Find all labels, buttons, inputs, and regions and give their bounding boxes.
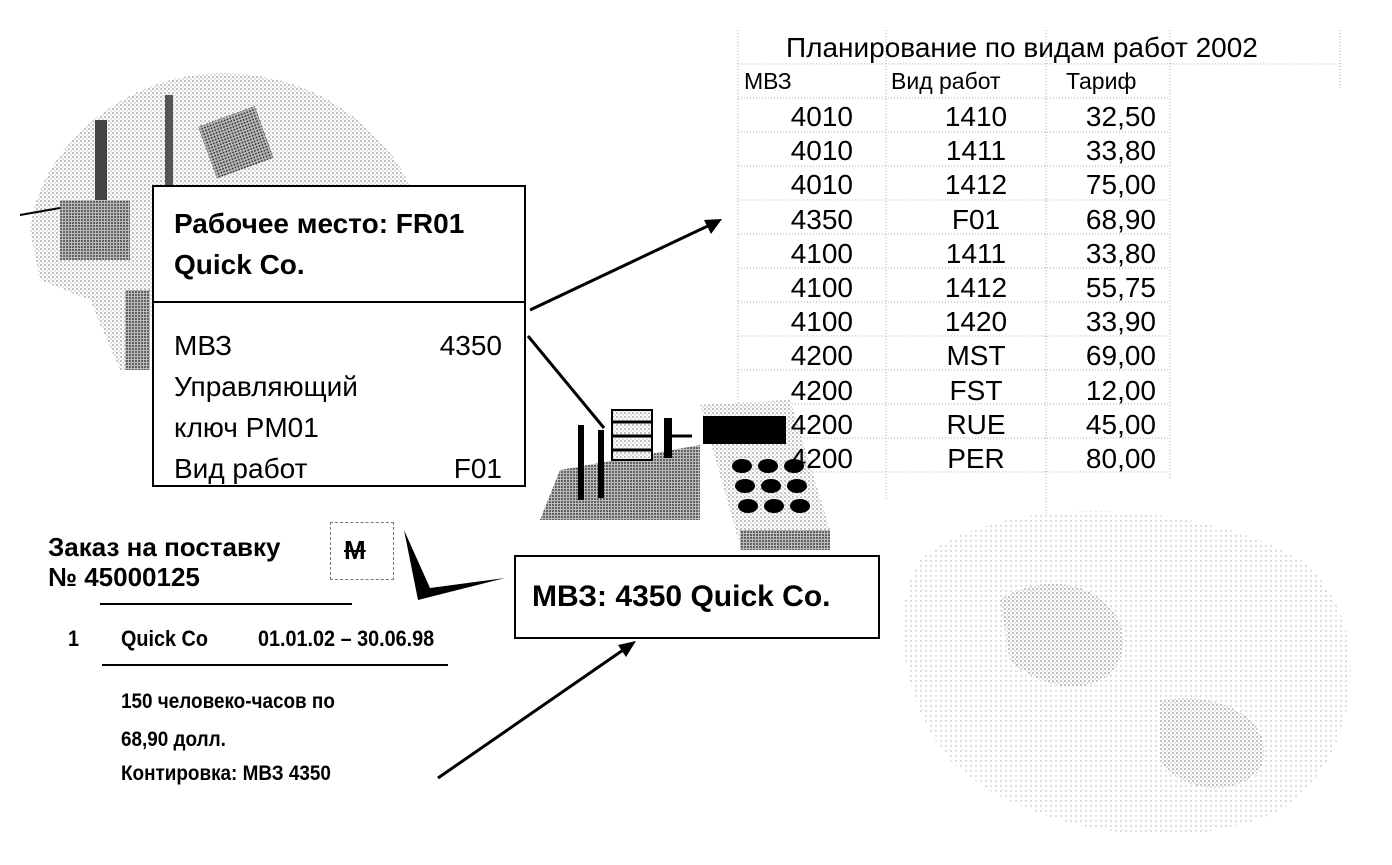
work-center-row: ключ PM01	[174, 407, 524, 448]
table-cell-rate: 75,00	[1085, 169, 1156, 201]
order-item-dates: 01.01.02 – 30.06.98	[258, 626, 435, 651]
table-cell-rate: 69,00	[1085, 340, 1156, 372]
table-cell-activity-type: 1411	[945, 237, 1007, 269]
table-cell-cost-center: 4100	[790, 272, 853, 303]
cost-center-card: МВЗ: 4350 Quick Co.	[514, 555, 880, 639]
table-cell-activity-type: F01	[951, 203, 1001, 235]
table-cell-cost-center: 4200	[790, 374, 853, 406]
table-cell-cost-center: 4200	[790, 408, 853, 440]
order-stamp-letter: M	[344, 535, 366, 565]
work-center-row-label: МВЗ	[174, 330, 232, 361]
table-cell-rate: 33,80	[1085, 135, 1156, 167]
table-cell-activity-type: MST	[946, 340, 1006, 372]
table-header-cost-center: МВЗ	[744, 68, 792, 94]
work-center-row-label: Вид работ	[174, 453, 308, 484]
work-center-row-value: F01	[453, 453, 502, 484]
table-cell-rate: 68,90	[1085, 203, 1156, 235]
work-center-card: Рабочее место: FR01 Quick Co. МВЗ 4350 У…	[152, 185, 526, 487]
table-row: 4200 MST 69,00	[740, 340, 1170, 374]
order-number: № 45000125	[48, 562, 200, 592]
arrow-from-order	[437, 646, 627, 780]
table-row: 4100 1411 33,80	[740, 238, 1170, 272]
order-note-line: 150 человеко-часов по	[121, 690, 335, 713]
table-cell-rate: 55,75	[1085, 272, 1156, 303]
table-row: 4100 1412 55,75	[740, 272, 1170, 306]
table-cell-rate: 33,90	[1085, 306, 1156, 338]
table-cell-rate: 33,80	[1085, 237, 1156, 269]
table-cell-activity-type: PER	[947, 443, 1005, 474]
work-center-details: МВЗ 4350 Управляющий ключ PM01 Вид работ…	[154, 303, 524, 489]
table-cell-activity-type: 1411	[945, 135, 1007, 167]
globe-illustration	[903, 511, 1351, 835]
table-cell-activity-type: 1420	[944, 306, 1008, 338]
table-cell-activity-type: 1412	[944, 169, 1008, 201]
order-item-vendor: Quick Co	[121, 626, 208, 651]
table-cell-activity-type: RUE	[946, 408, 1006, 440]
table-cell-cost-center: 4200	[790, 443, 853, 474]
planning-table-title: Планирование по видам работ 2002	[786, 32, 1258, 63]
table-cell-cost-center: 4100	[790, 306, 853, 338]
table-grid	[737, 30, 1341, 520]
work-center-row: Управляющий	[174, 366, 524, 407]
order-underlines	[100, 603, 448, 666]
table-row: 4350 F01 68,90	[740, 204, 1170, 238]
calculator-illustration	[540, 400, 830, 550]
table-cell-rate: 32,50	[1085, 101, 1156, 132]
connector-arrows	[437, 219, 722, 780]
table-row: 4200 RUE 45,00	[740, 409, 1170, 443]
table-cell-cost-center: 4100	[790, 237, 853, 269]
table-cell-rate: 45,00	[1085, 408, 1156, 440]
table-row: 4010 1410 32,50	[740, 101, 1170, 135]
work-center-row: МВЗ 4350	[174, 325, 524, 366]
table-row: 4100 1420 33,90	[740, 306, 1170, 340]
work-center-company: Quick Co.	[174, 249, 305, 280]
table-cell-cost-center: 4200	[790, 340, 853, 372]
arrow-to-table	[529, 222, 713, 312]
order-title: Заказ на поставку № 45000125	[48, 532, 280, 592]
table-cell-activity-type: 1412	[944, 272, 1008, 303]
checkmark-icon	[404, 530, 505, 600]
table-cell-cost-center: 4010	[790, 169, 853, 201]
work-center-row: Вид работ F01	[174, 448, 524, 489]
table-cell-cost-center: 4350	[790, 203, 853, 235]
table-cell-rate: 80,00	[1085, 443, 1156, 474]
table-header-activity-type: Вид работ	[891, 68, 1001, 94]
table-cell-cost-center: 4010	[790, 101, 853, 132]
table-cell-activity-type: 1410	[944, 101, 1008, 132]
work-center-row-value: 4350	[439, 330, 502, 361]
table-cell-cost-center: 4010	[790, 135, 853, 167]
factory-photo	[19, 73, 415, 370]
work-center-header: Рабочее место: FR01 Quick Co.	[154, 187, 524, 303]
table-cell-activity-type: FST	[949, 374, 1003, 406]
arrow-to-calculator	[526, 335, 606, 429]
order-note-line: 68,90 долл.	[121, 728, 226, 751]
table-row: 4200 PER 80,00	[740, 443, 1170, 477]
table-header-rate: Тариф	[1066, 68, 1137, 94]
order-stamp	[330, 522, 394, 580]
work-center-row-label: Управляющий	[174, 371, 358, 402]
order-title-line: Заказ на поставку	[48, 532, 281, 562]
table-row: 4010 1412 75,00	[740, 169, 1170, 203]
table-row: 4200 FST 12,00	[740, 375, 1170, 409]
work-center-row-label: ключ PM01	[174, 412, 319, 443]
table-row: 4010 1411 33,80	[740, 135, 1170, 169]
order-note-line: Контировка: МВЗ 4350	[121, 762, 331, 785]
order-item-number: 1	[68, 626, 80, 651]
table-cell-rate: 12,00	[1085, 374, 1156, 406]
work-center-title: Рабочее место: FR01	[174, 208, 465, 239]
